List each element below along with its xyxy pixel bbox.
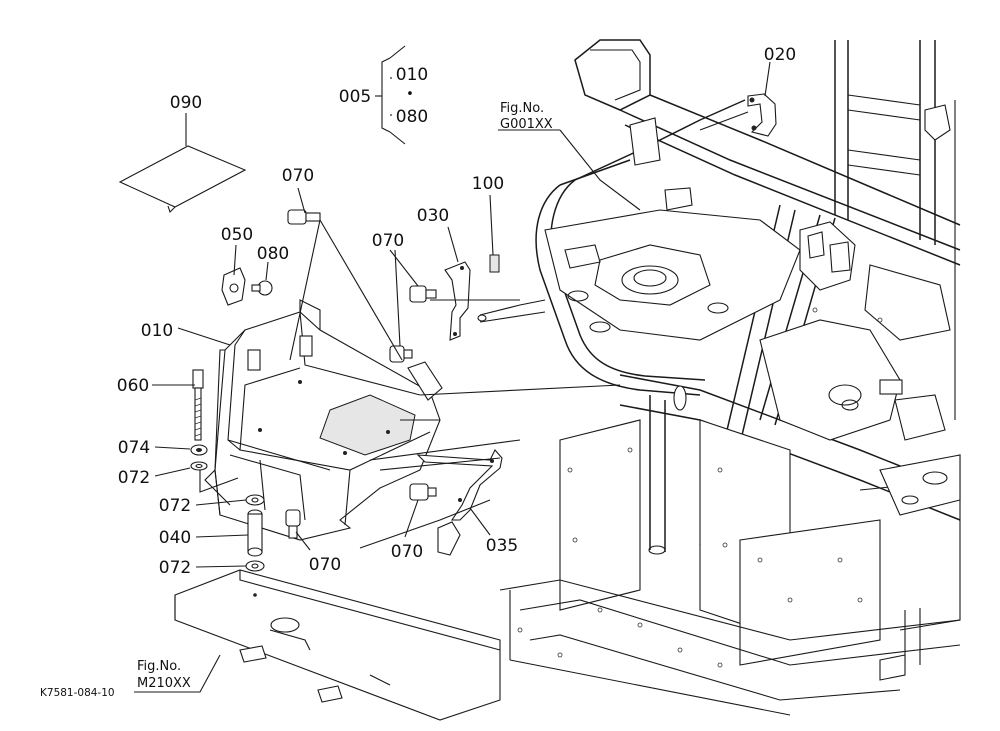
callout-030: 030 — [417, 206, 449, 226]
callout-050: 050 — [221, 225, 253, 245]
part-050-clip — [221, 267, 246, 306]
callout-070-top: 070 — [282, 166, 314, 186]
callout-035: 035 — [486, 536, 518, 556]
callout-040: 040 — [159, 528, 191, 548]
callout-010: 010 — [141, 321, 173, 341]
bolt-070-mid — [409, 285, 437, 303]
drawing-code: K7581-084-10 — [40, 687, 115, 699]
fig-ref-g001-line1: Fig.No. — [500, 101, 544, 116]
callout-074: 074 — [118, 438, 150, 458]
part-035-strap — [416, 449, 503, 556]
callout-070-bottom: 070 — [309, 555, 341, 575]
part-100-pad — [489, 254, 500, 273]
callout-060: 060 — [117, 376, 149, 396]
fig-ref-m210-line2: M210XX — [137, 676, 191, 691]
fig-ref-g001-line2: G001XX — [500, 117, 553, 132]
callout-090: 090 — [170, 93, 202, 113]
callout-072-b: 072 — [159, 496, 191, 516]
bolt-070-lower — [409, 483, 437, 501]
bolt-070-top — [287, 209, 321, 225]
part-010-battery-tray — [204, 299, 443, 541]
callout-005: 005 — [339, 87, 371, 107]
part-060-long-bolt — [192, 369, 204, 441]
callout-100: 100 — [472, 174, 504, 194]
bolt-070-box — [389, 345, 413, 363]
callout-080: 080 — [257, 244, 289, 264]
callout-080-range: 080 — [396, 107, 428, 127]
callout-070-lower: 070 — [391, 542, 423, 562]
part-040-spacer — [247, 509, 263, 557]
part-072-washer-c — [245, 560, 265, 572]
callout-010-range: 010 — [396, 65, 428, 85]
callout-070-mid: 070 — [372, 231, 404, 251]
part-072-washer-a — [190, 461, 208, 471]
fasteners — [190, 209, 437, 572]
part-030-bracket — [444, 261, 471, 341]
part-072-washer-b — [245, 494, 265, 506]
callout-labels: 090 005 010 • 080 020 Fig.No. G001XX 070… — [40, 45, 796, 699]
part-090-sheet — [118, 113, 247, 214]
vehicle-frame-drawing — [477, 39, 961, 716]
part-020-clamp — [747, 61, 777, 137]
callout-020: 020 — [764, 45, 796, 65]
callout-072-c: 072 — [159, 558, 191, 578]
part-074-nut — [190, 444, 208, 456]
leader-lines — [134, 45, 749, 693]
part-080-cap — [251, 280, 273, 296]
callout-072-a: 072 — [118, 468, 150, 488]
range-dot: • — [406, 87, 414, 102]
fig-ref-m210-line1: Fig.No. — [137, 659, 181, 674]
lower-plate-drawing — [174, 569, 501, 721]
bolt-070-bottom — [285, 509, 301, 539]
